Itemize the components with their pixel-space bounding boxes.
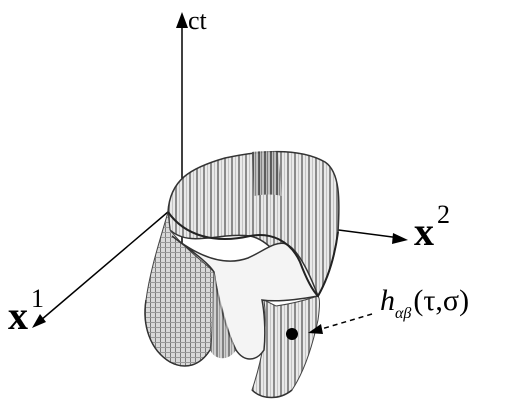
surface-rim: [167, 211, 339, 298]
worldsheet-surface: [144, 150, 340, 399]
field-label: hαβ(τ,σ): [380, 284, 470, 322]
field-args: (τ,σ): [413, 284, 470, 317]
x1-axis: [32, 199, 183, 328]
x2-axis-letter: x: [414, 209, 434, 254]
field-point-marker: [286, 328, 298, 340]
x1-axis-letter: x: [8, 293, 28, 338]
x1-axis-index: 1: [31, 284, 44, 313]
time-axis-label: ct: [188, 6, 207, 35]
x2-axis-index: 2: [437, 200, 450, 229]
field-pointer-arrow: [308, 313, 373, 334]
field-symbol: h: [380, 284, 395, 317]
field-indices: αβ: [395, 305, 412, 322]
